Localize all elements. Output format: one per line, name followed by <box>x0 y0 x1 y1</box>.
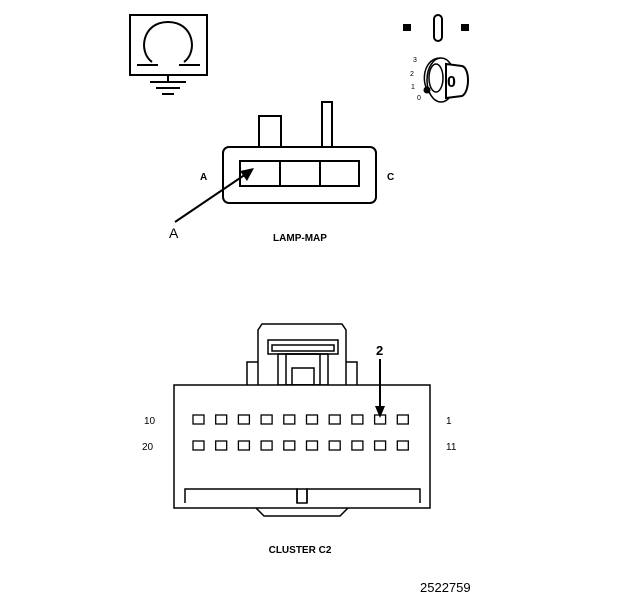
cluster-c2-pin-4 <box>328 414 341 425</box>
ignition-position-1: 1 <box>411 84 415 91</box>
ignition-position-0: 0 <box>417 95 421 102</box>
ignition-indicator-center <box>433 14 443 42</box>
lamp-map-pin-c-label: C <box>387 172 394 183</box>
ignition-indicator-left <box>403 24 411 31</box>
cluster-c2-pin-13 <box>351 440 364 451</box>
ignition-indicator-right <box>461 24 469 31</box>
cluster-c2-pin-3 <box>351 414 364 425</box>
cluster-c2-pin-9 <box>215 414 228 425</box>
lamp-map-pin-a-label: A <box>200 172 207 183</box>
lamp-map-callout-arrow <box>174 168 254 223</box>
cluster-c2-pin-grid <box>192 414 409 451</box>
cluster-c2-connector <box>173 323 431 517</box>
cluster-c2-pin-15 <box>305 440 319 451</box>
ignition-position-2: 2 <box>410 71 414 78</box>
cluster-c2-row1-right-label: 1 <box>446 416 452 427</box>
cluster-c2-bottom-lip <box>255 507 349 517</box>
cluster-c2-pin-19 <box>215 440 228 451</box>
ignition-key-icon: 3 2 1 0 0 <box>403 14 469 103</box>
ignition-key-label: 0 <box>447 74 456 91</box>
cluster-c2-pin-14 <box>328 440 341 451</box>
cluster-c2-pin-12 <box>373 440 387 451</box>
lamp-map-title: LAMP-MAP <box>273 233 327 244</box>
lamp-map-latch-left <box>258 115 282 148</box>
cluster-c2-pin-17 <box>260 440 273 451</box>
lamp-map-callout-label: A <box>169 225 179 241</box>
cluster-c2-row2-left-label: 20 <box>142 442 154 453</box>
lamp-map-connector <box>222 101 377 204</box>
cluster-c2-pin-18 <box>237 440 251 451</box>
lamp-map-latch-right <box>321 101 333 148</box>
figure-number: 2522759 <box>420 580 471 595</box>
cluster-c2-row1-left-label: 10 <box>144 416 156 427</box>
cluster-c2-pin-16 <box>283 440 296 451</box>
lamp-map-cavity-block <box>239 160 360 187</box>
cluster-c2-pin-6 <box>283 414 296 425</box>
cluster-c2-latch-ear-left <box>246 361 258 385</box>
cluster-c2-pin-20 <box>192 440 205 451</box>
cluster-c2-latch-ear-right <box>346 361 358 385</box>
cluster-c2-pin-8 <box>237 414 251 425</box>
cluster-c2-callout-label: 2 <box>376 343 383 358</box>
cluster-c2-pin-5 <box>305 414 319 425</box>
cluster-c2-pin-1 <box>396 414 409 425</box>
ignition-position-3: 3 <box>413 57 417 64</box>
cluster-c2-row2-right-label: 11 <box>446 442 457 453</box>
cluster-c2-title: CLUSTER C2 <box>269 545 332 556</box>
ohm-meter-ground-icon <box>129 14 208 95</box>
cluster-c2-pin-11 <box>396 440 409 451</box>
cluster-c2-pin-7 <box>260 414 273 425</box>
cluster-c2-callout-arrow <box>375 359 385 418</box>
cluster-c2-pin-10 <box>192 414 205 425</box>
